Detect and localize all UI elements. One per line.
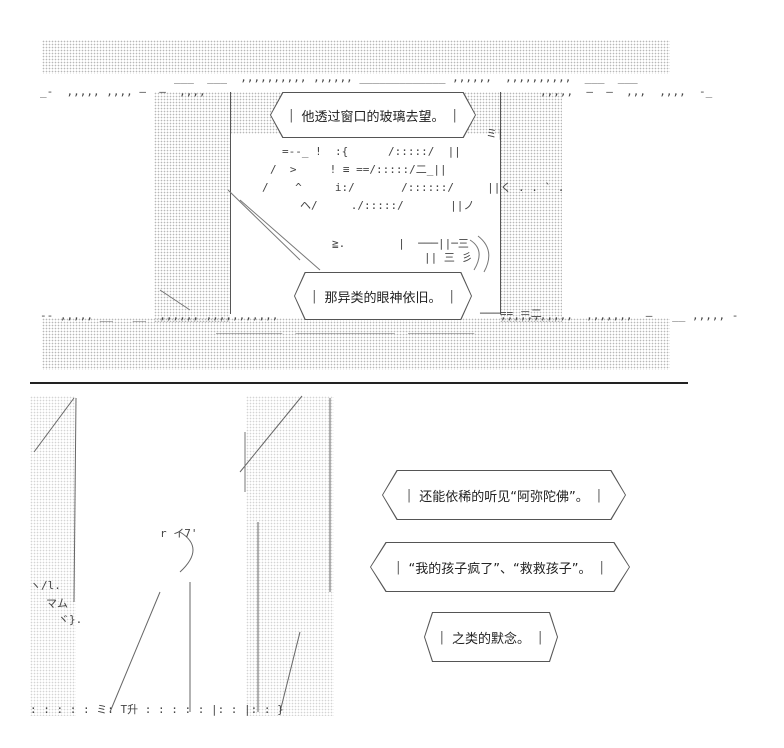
speech-bubble-4-text: “我的孩子疯了”、“救救孩子”。	[408, 561, 592, 577]
bottom-edge-mid: __________ _______________ __________	[216, 321, 475, 334]
figure-line-b: / > ! ≡ ==/:::::/二_||	[270, 163, 447, 176]
figure-strokes	[159, 189, 490, 311]
speech-bubble-2-text: 那异类的眼神依旧。	[324, 290, 442, 306]
panel-divider	[30, 382, 688, 384]
figure-line-c: / ^ i:/ /::::::/ ||く . . ` .	[262, 181, 565, 194]
figure-line-a: =-‐_ ! :{ /:::::/ ||	[282, 145, 461, 158]
figure-silhouette	[33, 395, 331, 713]
window-frame-left	[230, 92, 231, 314]
figure-bottom-text: : : : : : ミ: T升 : : : : : |: : |: : }	[30, 703, 284, 716]
top-edge-left: _- ,,,,, ,,,, — — ,,,,	[40, 85, 206, 98]
figure-line-e: ≧. | ───||─三	[332, 237, 469, 250]
speech-bubble-5-text: 之类的默念。	[451, 631, 530, 647]
top-edge-right: ,,,,, — — ,,, ,,,, -_	[540, 85, 713, 98]
speech-bubble-1: |他透过窗口的玻璃去望。|	[270, 92, 476, 138]
window-right-tone	[500, 92, 562, 322]
figure-left-label-3: ヾ}.	[58, 613, 83, 626]
speech-bubble-3-text: 还能依稀的听见“阿弥陀佛”。	[419, 489, 589, 505]
speech-bubble-2: |那异类的眼神依旧。|	[294, 272, 472, 320]
figure-left-label-2: マム	[46, 597, 68, 610]
left-wall-tone	[30, 396, 76, 716]
top-screentone-lower	[42, 318, 670, 370]
figure-line-f: || 三 彡	[424, 251, 480, 264]
figure-bottom-glyph: ───== ＝二	[480, 307, 542, 320]
bottom-edge-left: -- ,,,,, __ __ ,,,,,, ,,,,,,,,,,,	[40, 309, 279, 322]
figure-left-label-1: ヽ/l.	[30, 579, 61, 592]
speech-bubble-3: |还能依稀的听见“阿弥陀佛”。|	[382, 470, 626, 520]
bottom-edge-right: ,,,,,,,,,,, ,,,,,,, — __ ,,,,, -	[500, 309, 739, 322]
window-frame-right	[500, 92, 501, 314]
window-left-tone	[154, 92, 230, 322]
speech-bubble-1-text: 他透过窗口的玻璃去望。	[301, 109, 445, 125]
top-edge-mid: ___ ___ ,,,,,,,,,, ,,,,,, _____________ …	[174, 71, 638, 84]
speech-bubble-4: |“我的孩子疯了”、“救救孩子”。|	[370, 542, 630, 592]
right-wall-tone	[246, 396, 334, 716]
figure-mid-text: r イ7'	[160, 527, 198, 540]
figure-line-d: ヘ/ ./:::::/ ||ノ	[300, 199, 475, 212]
speech-bubble-5: |之类的默念。|	[424, 612, 558, 662]
figure-right-text: ミ|	[486, 127, 504, 140]
top-screentone	[42, 40, 670, 74]
